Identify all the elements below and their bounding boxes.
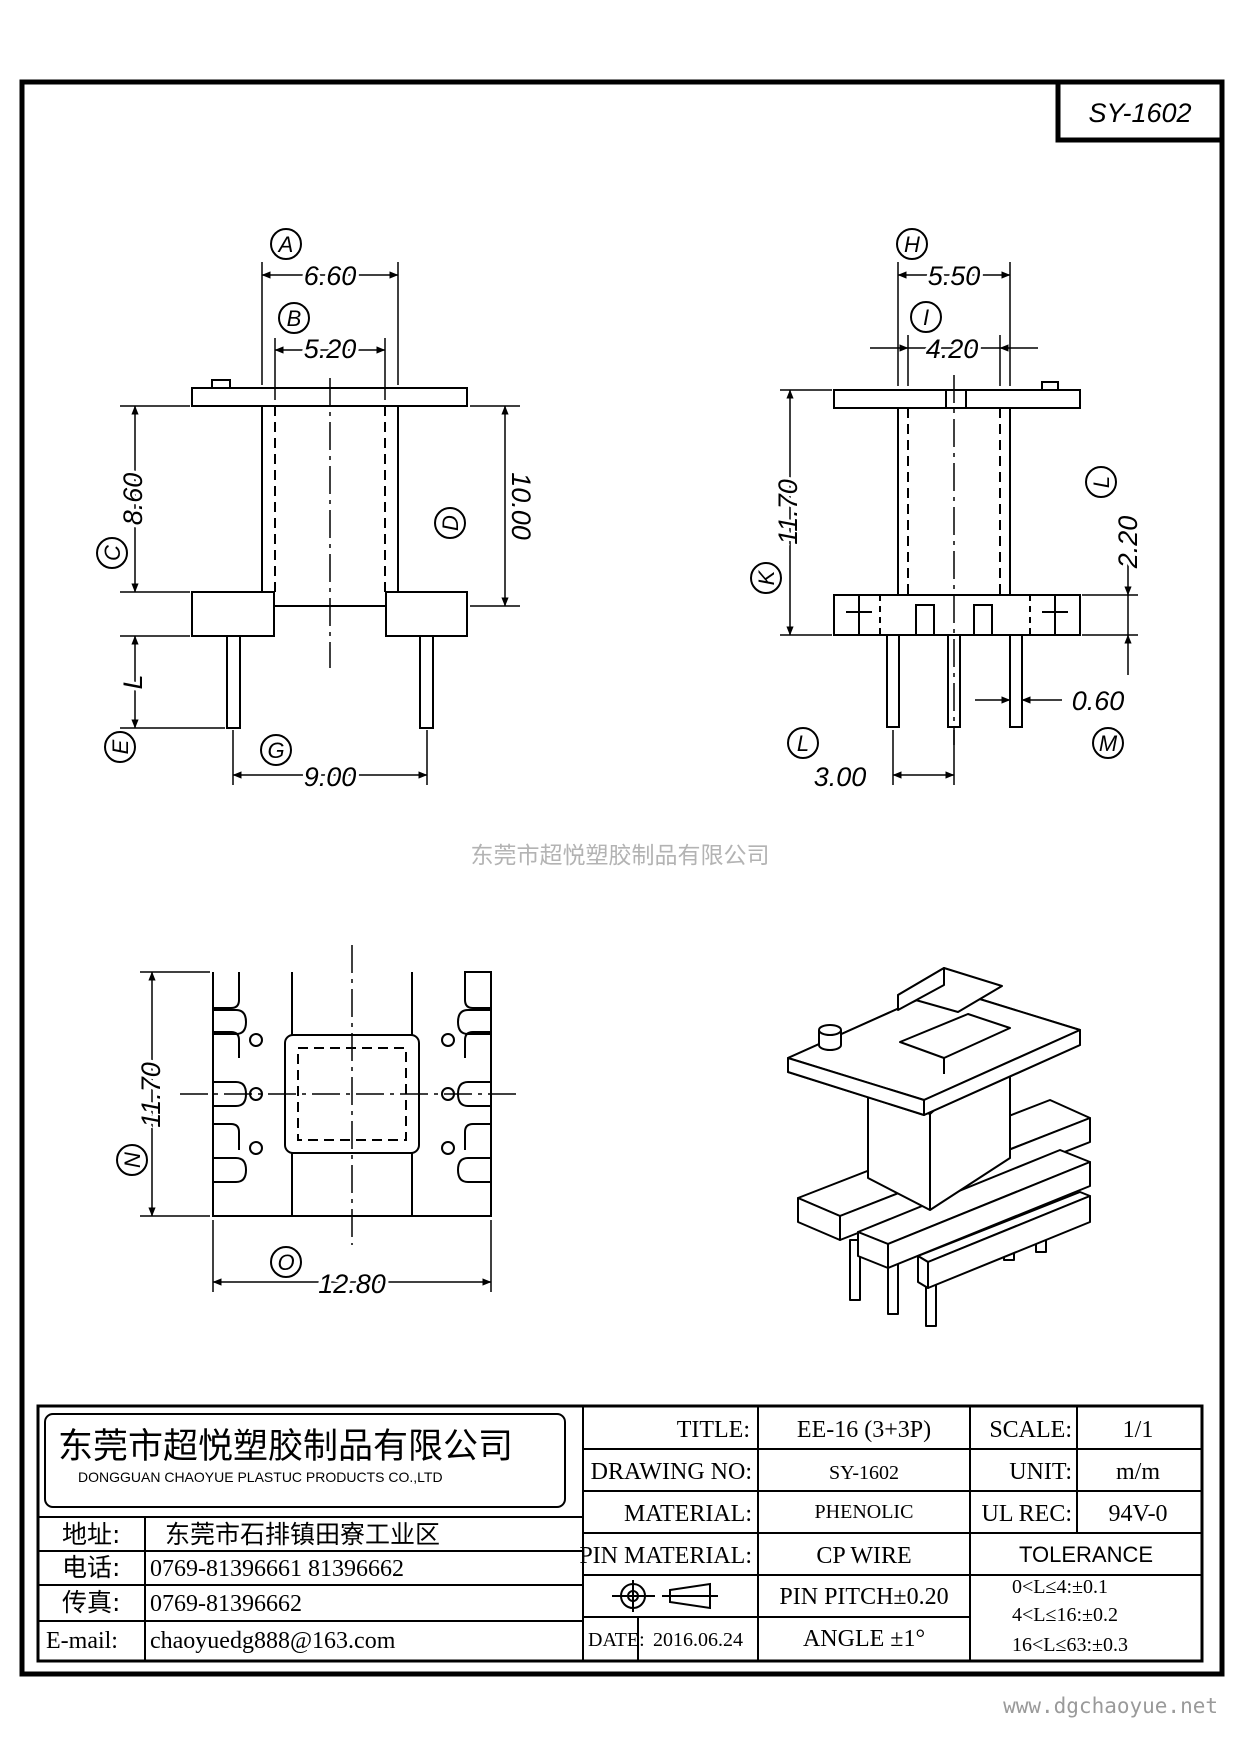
part-code-box: SY-1602 bbox=[1055, 79, 1225, 143]
svg-text:B: B bbox=[287, 306, 302, 331]
pin-pitch: PIN PITCH±0.20 bbox=[779, 1584, 948, 1610]
svg-text:G: G bbox=[267, 738, 284, 763]
svg-text:H: H bbox=[904, 232, 920, 257]
company-name-en: DONGGUAN CHAOYUE PLASTUC PRODUCTS CO.,LT… bbox=[78, 1469, 443, 1485]
callout-b: B bbox=[278, 302, 310, 334]
projection-symbol-icon bbox=[612, 1580, 718, 1612]
svg-text:A: A bbox=[277, 232, 294, 257]
address-label: 地址: bbox=[62, 1520, 120, 1549]
scale-label: SCALE: bbox=[989, 1417, 1072, 1443]
dim-a-value: 6.60 bbox=[304, 261, 357, 291]
callout-g: G bbox=[260, 734, 292, 766]
scale-value: 1/1 bbox=[1123, 1417, 1154, 1443]
callout-e: E bbox=[104, 731, 136, 763]
dim-d-value: 10.00 bbox=[506, 472, 536, 540]
drawing-no-value: SY-1602 bbox=[829, 1462, 899, 1484]
bottom-view-dimensions bbox=[140, 971, 492, 1292]
callout-o: O bbox=[270, 1246, 302, 1278]
title-label: TITLE: bbox=[677, 1417, 750, 1443]
fax-value: 0769-81396662 bbox=[150, 1591, 302, 1617]
website-watermark: www.dgchaoyue.net bbox=[1003, 1694, 1218, 1718]
dim-e-value: L bbox=[118, 674, 148, 689]
date-label: DATE: bbox=[588, 1629, 645, 1651]
svg-text:E: E bbox=[108, 739, 133, 754]
address-value: 东莞市石排镇田寮工业区 bbox=[165, 1520, 440, 1549]
callout-k: L bbox=[1085, 466, 1117, 498]
callout-a: A bbox=[270, 228, 302, 260]
email-label: E-mail: bbox=[46, 1628, 118, 1654]
callout-d: D bbox=[434, 507, 466, 539]
svg-text:C: C bbox=[100, 545, 125, 561]
dim-g-value: 9.00 bbox=[304, 762, 357, 792]
material-label: MATERIAL: bbox=[624, 1501, 752, 1527]
callout-m: M bbox=[1092, 727, 1124, 759]
front-view-labels: 6.60 5.20 8.60 10.00 L 9.00 A B C D E G bbox=[96, 228, 539, 795]
dim-h-value: 5.50 bbox=[928, 261, 981, 291]
ul-label: UL REC: bbox=[982, 1501, 1072, 1527]
ul-value: 94V-0 bbox=[1108, 1501, 1167, 1527]
drawing-border bbox=[19, 79, 1225, 1677]
bottom-view bbox=[180, 945, 520, 1245]
svg-text:K: K bbox=[754, 569, 779, 585]
tolerance-row-3: 16<L≤63:±0.3 bbox=[1012, 1634, 1128, 1656]
dim-k-value: 2.20 bbox=[1113, 516, 1143, 570]
unit-value: m/m bbox=[1116, 1459, 1160, 1485]
svg-text:O: O bbox=[277, 1250, 294, 1275]
phone-label: 电话: bbox=[62, 1553, 120, 1582]
watermark-text: 东莞市超悦塑胶制品有限公司 bbox=[471, 843, 770, 869]
side-view bbox=[833, 375, 1081, 745]
bottom-view-labels: 11.70 12.80 N O bbox=[116, 1059, 389, 1302]
svg-text:I: I bbox=[923, 305, 929, 330]
tolerance-row-2: 4<L≤16:±0.2 bbox=[1012, 1604, 1118, 1626]
svg-text:M: M bbox=[1099, 731, 1118, 756]
front-view bbox=[191, 378, 468, 729]
side-view-labels: 5.50 4.20 11.70 2.20 0.60 3.00 H I K L L… bbox=[750, 228, 1146, 795]
dim-o-value: 12.80 bbox=[318, 1269, 386, 1299]
dim-b-value: 5.20 bbox=[304, 334, 357, 364]
title-block-text: 东莞市超悦塑胶制品有限公司 DONGGUAN CHAOYUE PLASTUC P… bbox=[46, 1417, 1168, 1656]
phone-value: 0769-81396661 81396662 bbox=[150, 1556, 404, 1582]
callout-l: L bbox=[787, 727, 819, 759]
dim-c-value: 8.60 bbox=[118, 473, 148, 526]
title-block bbox=[36, 1404, 1204, 1663]
unit-label: UNIT: bbox=[1009, 1459, 1072, 1485]
svg-text:N: N bbox=[120, 1152, 145, 1168]
fax-label: 传真: bbox=[62, 1588, 120, 1617]
drawing-no-label: DRAWING NO: bbox=[591, 1459, 752, 1485]
svg-text:L: L bbox=[797, 731, 809, 756]
tolerance-label: TOLERANCE bbox=[1019, 1542, 1153, 1567]
company-name-cn: 东莞市超悦塑胶制品有限公司 bbox=[58, 1427, 513, 1467]
material-value: PHENOLIC bbox=[815, 1501, 914, 1523]
dim-m-value: 0.60 bbox=[1072, 686, 1125, 716]
title-value: EE-16 (3+3P) bbox=[797, 1417, 931, 1443]
email-value: chaoyuedg888@163.com bbox=[150, 1628, 396, 1654]
pin-material-value: CP WIRE bbox=[816, 1543, 911, 1569]
dim-j-value: 11.70 bbox=[773, 479, 803, 545]
side-view-dimensions bbox=[780, 262, 1138, 785]
pin-material-label: PIN MATERIAL: bbox=[579, 1543, 752, 1569]
callout-n: N bbox=[116, 1144, 148, 1176]
front-view-dimensions bbox=[120, 262, 520, 785]
angle-tolerance: ANGLE ±1° bbox=[803, 1626, 925, 1652]
date-value: 2016.06.24 bbox=[653, 1629, 743, 1651]
svg-text:D: D bbox=[438, 515, 463, 531]
dim-l-value: 3.00 bbox=[814, 762, 867, 792]
part-code: SY-1602 bbox=[1088, 98, 1191, 128]
callout-c: C bbox=[96, 537, 128, 569]
isometric-view bbox=[787, 967, 1091, 1327]
svg-text:L: L bbox=[1089, 476, 1114, 488]
callout-j: K bbox=[750, 562, 782, 594]
callout-h: H bbox=[896, 228, 928, 260]
tolerance-row-1: 0<L≤4:±0.1 bbox=[1012, 1576, 1108, 1598]
callout-i: I bbox=[910, 301, 942, 333]
dim-i-value: 4.20 bbox=[926, 334, 979, 364]
dim-n-value: 11.70 bbox=[136, 1062, 166, 1128]
